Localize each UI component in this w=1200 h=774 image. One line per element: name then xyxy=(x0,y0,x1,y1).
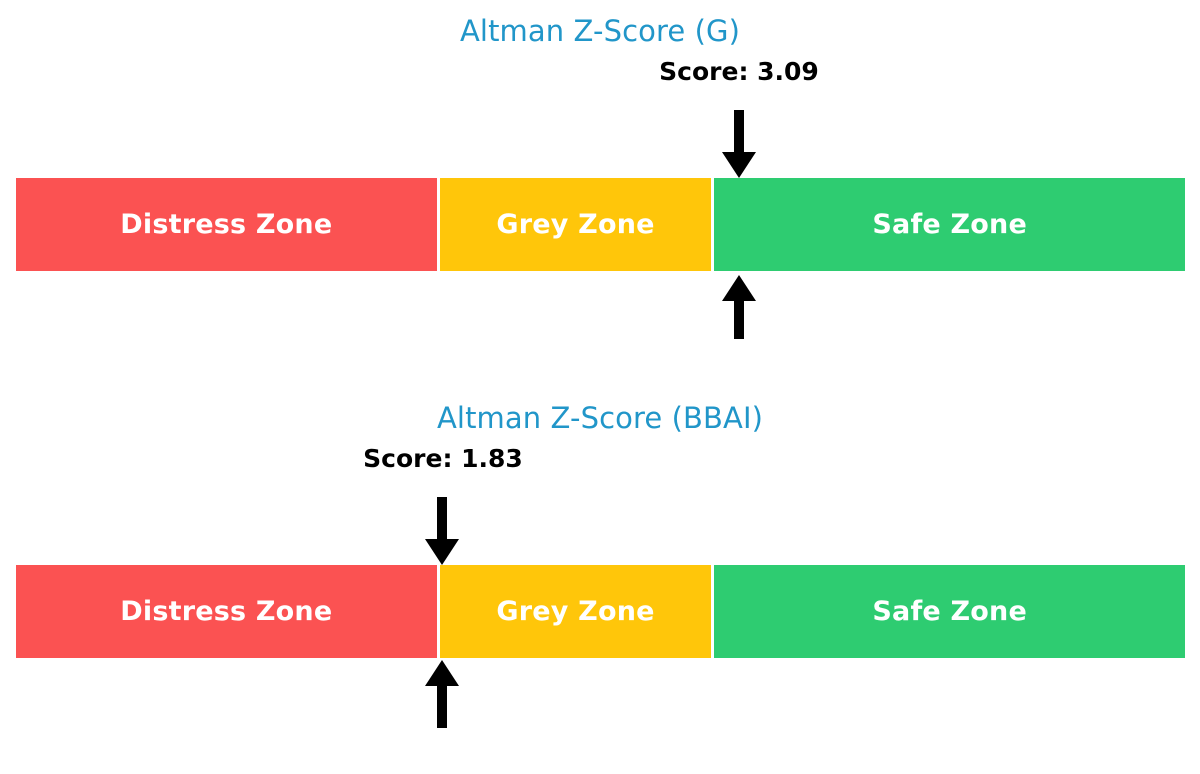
score-label-2: Score: 1.83 xyxy=(363,444,523,473)
zone-safe-2[interactable]: Safe Zone xyxy=(714,565,1185,658)
score-marker-up-arrow-2 xyxy=(425,660,459,728)
chart-panel-2: Altman Z-Score (BBAI) Score: 1.83 Distre… xyxy=(0,387,1200,774)
zone-grey-2[interactable]: Grey Zone xyxy=(439,565,712,658)
zone-distress-1[interactable]: Distress Zone xyxy=(16,178,437,271)
zone-label-distress-1: Distress Zone xyxy=(120,209,333,240)
score-marker-up-arrow-1 xyxy=(722,275,756,339)
zone-bar-1: Distress Zone Grey Zone Safe Zone xyxy=(16,178,1185,271)
zone-bar-2: Distress Zone Grey Zone Safe Zone xyxy=(16,565,1185,658)
chart-panel-1: Altman Z-Score (G) Score: 3.09 Distress … xyxy=(0,0,1200,360)
zone-label-grey-2: Grey Zone xyxy=(496,596,655,627)
zone-safe-1[interactable]: Safe Zone xyxy=(714,178,1185,271)
zone-grey-1[interactable]: Grey Zone xyxy=(439,178,712,271)
zone-label-safe-1: Safe Zone xyxy=(872,209,1027,240)
zone-label-grey-1: Grey Zone xyxy=(496,209,655,240)
chart-title-1: Altman Z-Score (G) xyxy=(459,14,741,48)
zone-label-safe-2: Safe Zone xyxy=(872,596,1027,627)
score-marker-down-arrow-1 xyxy=(722,110,756,178)
chart-title-2: Altman Z-Score (BBAI) xyxy=(436,401,764,435)
zone-distress-2[interactable]: Distress Zone xyxy=(16,565,437,658)
score-marker-down-arrow-2 xyxy=(425,497,459,565)
zone-label-distress-2: Distress Zone xyxy=(120,596,333,627)
score-label-1: Score: 3.09 xyxy=(659,57,819,86)
